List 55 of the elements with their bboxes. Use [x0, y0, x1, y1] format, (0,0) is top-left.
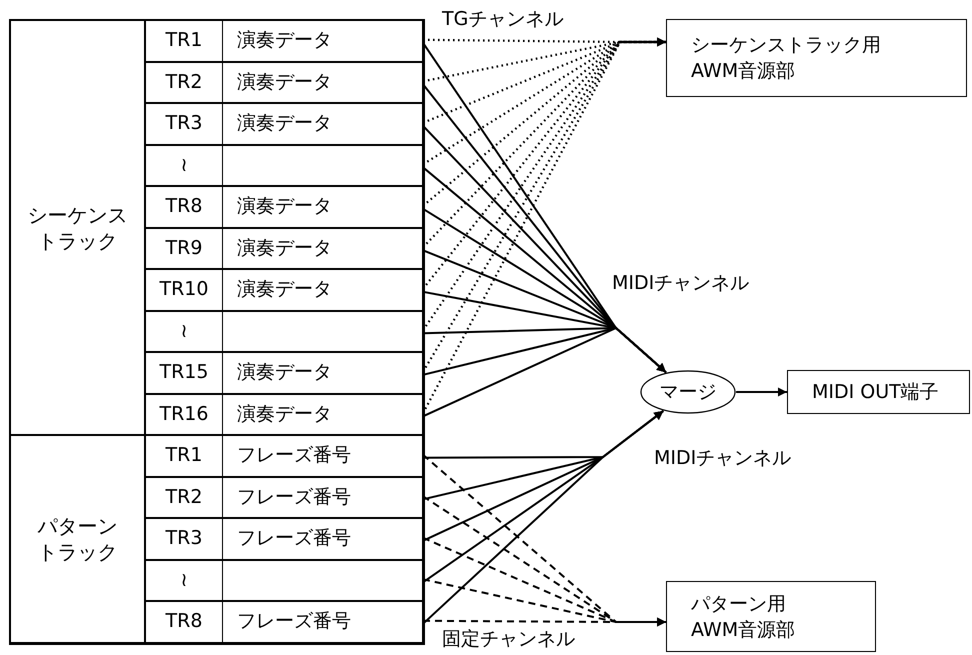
- data-label: 演奏データ: [237, 236, 332, 260]
- track-number: TR15: [160, 361, 208, 384]
- dashed-arrow: [423, 618, 666, 626]
- table-row: [145, 103, 423, 144]
- table-row: [145, 62, 423, 103]
- table-row: [145, 435, 423, 476]
- track-number: TR2: [166, 70, 202, 94]
- track-group-cell: [10, 435, 145, 642]
- data-label: 演奏データ: [237, 195, 332, 218]
- destination-box: MIDI OUT端子: [787, 370, 970, 414]
- group-label: パターントラック: [36, 512, 118, 565]
- arrow: [736, 388, 787, 396]
- data-label: 演奏データ: [237, 70, 332, 94]
- data-label: フレーズ番号: [237, 527, 351, 550]
- ellipsis-mark: ≀: [180, 154, 188, 177]
- track-group-cell: [10, 20, 145, 435]
- merge-ellipse: マージ: [640, 370, 736, 414]
- ellipsis-mark: ≀: [180, 568, 188, 592]
- table-row: [145, 518, 423, 560]
- table-row: [145, 228, 423, 269]
- data-label: 演奏データ: [237, 278, 332, 302]
- track-number: TR3: [166, 112, 202, 136]
- destination-box: パターン用AWM音源部: [666, 581, 876, 652]
- destination-box: シーケンストラック用AWM音源部: [666, 19, 967, 97]
- channel-label: TGチャンネル: [440, 8, 566, 31]
- track-number: TR1: [166, 444, 202, 468]
- track-number: TR8: [166, 610, 202, 634]
- table-row: [145, 394, 423, 435]
- track-number: TR8: [166, 195, 202, 218]
- arrow: [422, 410, 664, 625]
- track-number: TR16: [160, 402, 208, 426]
- table-row: [145, 20, 423, 62]
- table-row: [145, 601, 423, 642]
- data-label: 演奏データ: [237, 361, 332, 384]
- track-number: TR3: [166, 527, 202, 550]
- data-label: フレーズ番号: [237, 486, 351, 509]
- data-label: 演奏データ: [237, 29, 332, 52]
- table-row: [145, 144, 423, 186]
- track-number: TR9: [166, 236, 202, 260]
- table-row: [145, 186, 423, 228]
- table-row: [145, 310, 423, 352]
- track-number: TR10: [160, 278, 208, 302]
- track-number: TR1: [166, 29, 202, 52]
- arrow: [422, 326, 667, 418]
- data-label: 演奏データ: [237, 112, 332, 136]
- ellipsis-mark: ≀: [180, 320, 188, 343]
- table-row: [145, 476, 423, 518]
- data-label: フレーズ番号: [237, 610, 351, 634]
- table-row: [145, 560, 423, 601]
- group-label: シーケンストラック: [26, 202, 128, 254]
- track-number: TR2: [166, 486, 202, 509]
- data-label: フレーズ番号: [237, 444, 351, 468]
- table-row: [145, 352, 423, 394]
- data-label: 演奏データ: [237, 402, 332, 426]
- table-row: [145, 269, 423, 310]
